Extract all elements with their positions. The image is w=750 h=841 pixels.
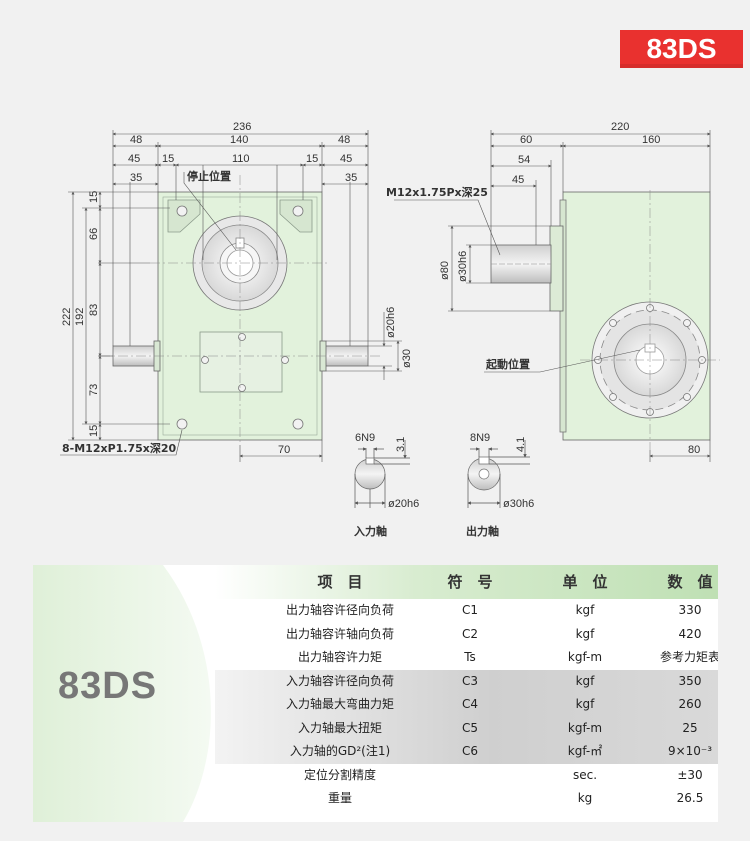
table-row: 入力轴的GD²(注1) C6 kgf-㎡ 9×10⁻³ <box>215 740 718 764</box>
svg-text:ø80: ø80 <box>439 261 451 280</box>
svg-text:45: 45 <box>512 174 524 186</box>
svg-text:ø30h6: ø30h6 <box>503 498 534 510</box>
svg-text:8N9: 8N9 <box>470 432 490 444</box>
svg-text:140: 140 <box>230 134 248 146</box>
input-shaft-section <box>354 440 410 508</box>
side-flange <box>549 225 564 312</box>
svg-text:ø30h6: ø30h6 <box>457 251 469 282</box>
table-row: 入力轴最大扭矩 C5 kgf-m 25 <box>215 716 718 740</box>
svg-text:66: 66 <box>88 228 100 240</box>
table-row: 定位分割精度 sec. ±30 <box>303 767 703 782</box>
svg-text:4.1: 4.1 <box>515 437 527 452</box>
output-shaft-text: 8N9 4.1 ø30h6 出力軸 <box>466 432 534 538</box>
svg-text:54: 54 <box>518 154 530 166</box>
table-row: 出力轴容许轴向负荷 C2 kgf 420 <box>285 626 702 641</box>
output-shaft-caption: 出力軸 <box>466 524 499 538</box>
svg-text:220: 220 <box>611 121 629 133</box>
output-shaft-section <box>467 440 530 508</box>
table-row: 入力轴容许径向负荷 C3 kgf 350 <box>215 669 718 693</box>
svg-text:80: 80 <box>688 444 700 456</box>
header-unit: 单 位 <box>562 573 608 591</box>
svg-text:48: 48 <box>338 134 350 146</box>
model-badge: 83DS <box>620 30 743 68</box>
spec-table-header: 项 目 符 号 单 位 数 值 <box>215 565 718 599</box>
svg-text:ø30: ø30 <box>401 349 413 368</box>
side-dimension-text: 220 60 160 54 45 80 ø80 ø30h6 M12x1.75Px… <box>386 121 700 456</box>
svg-text:3.1: 3.1 <box>395 437 407 452</box>
front-dimension-text: 236 48 140 48 45 15 110 15 45 35 35 70 1… <box>61 121 413 456</box>
table-row: 重量 kg 26.5 <box>327 791 704 805</box>
header-item: 项 目 <box>317 573 363 591</box>
svg-text:83: 83 <box>88 304 100 316</box>
svg-text:48: 48 <box>130 134 142 146</box>
svg-text:15: 15 <box>88 191 100 203</box>
spec-model-label: 83DS <box>58 665 158 707</box>
svg-text:236: 236 <box>233 121 251 133</box>
input-shaft-caption: 入力軸 <box>354 524 387 538</box>
front-cover-plate <box>199 331 283 393</box>
svg-text:222: 222 <box>61 308 73 326</box>
svg-text:15: 15 <box>88 425 100 437</box>
svg-text:110: 110 <box>232 153 250 165</box>
stop-position-label: 停止位置 <box>187 169 231 183</box>
green-curve-background <box>33 565 211 822</box>
spec-table-panel: 83DS 项 目 符 号 单 位 数 值 出力轴容许径向负荷 C1 kgf 33… <box>33 565 718 822</box>
svg-text:192: 192 <box>74 308 86 326</box>
svg-text:70: 70 <box>278 444 290 456</box>
header-symbol: 符 号 <box>447 573 493 591</box>
side-view <box>490 190 720 450</box>
input-shaft-text: 6N9 3.1 ø20h6 入力軸 <box>354 432 419 538</box>
svg-text:45: 45 <box>340 153 352 165</box>
svg-text:35: 35 <box>345 172 357 184</box>
svg-text:73: 73 <box>88 384 100 396</box>
svg-text:ø20h6: ø20h6 <box>385 307 397 338</box>
svg-text:60: 60 <box>520 134 532 146</box>
svg-text:15: 15 <box>306 153 318 165</box>
front-view <box>100 175 380 445</box>
technical-drawing: 236 48 140 48 45 15 110 15 45 35 35 70 1… <box>60 121 720 538</box>
side-thread-label: M12x1.75Px深25 <box>386 185 488 199</box>
svg-text:15: 15 <box>162 153 174 165</box>
svg-text:45: 45 <box>128 153 140 165</box>
svg-text:ø20h6: ø20h6 <box>388 498 419 510</box>
spec-table: 项 目 符 号 单 位 数 值 出力轴容许径向负荷 C1 kgf 330 出力轴… <box>215 565 718 811</box>
front-thread-label: 8-M12xP1.75x深20 <box>62 441 177 455</box>
svg-text:35: 35 <box>130 172 142 184</box>
table-row: 入力轴最大弯曲力矩 C4 kgf 260 <box>215 693 718 717</box>
table-row: 出力轴容许径向负荷 C1 kgf 330 <box>285 603 702 617</box>
start-position-label: 起動位置 <box>485 357 530 371</box>
header-value: 数 值 <box>667 573 713 591</box>
table-row: 出力轴容许力矩 Ts kgf-m 参考力矩表 <box>297 650 718 664</box>
svg-text:6N9: 6N9 <box>355 432 375 444</box>
svg-text:160: 160 <box>642 134 660 146</box>
